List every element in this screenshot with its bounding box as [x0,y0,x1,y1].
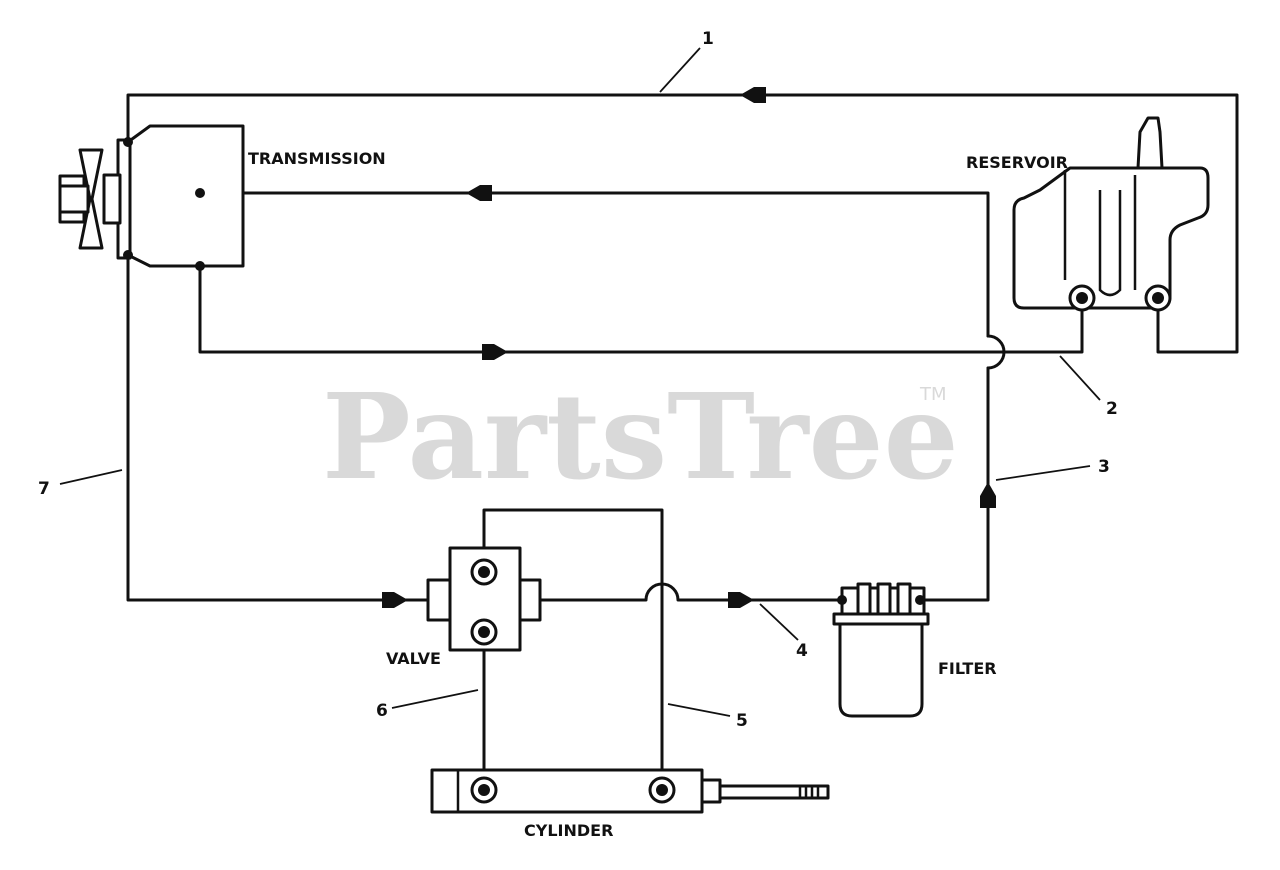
flow-arrow-line-7 [382,592,408,608]
reservoir [1012,116,1210,312]
flow-arrow-line-3 [980,482,996,508]
reservoir-label: RESERVOIR [966,153,1068,172]
callout-leader-1 [659,47,701,93]
transmission-label: TRANSMISSION [248,149,386,168]
callout-3: 3 [1098,457,1110,477]
transmission [58,124,245,271]
cylinder [430,768,830,814]
hose-7 [126,253,430,602]
callout-5: 5 [736,711,748,731]
callout-1: 1 [702,29,714,49]
callout-leader-6 [391,689,479,709]
flow-arrow-line-4 [728,592,754,608]
watermark-trademark: TM [919,384,947,405]
callout-6: 6 [376,701,388,721]
valve-label: VALVE [386,649,441,668]
callout-leader-2 [1059,355,1101,401]
filter [832,582,930,718]
callout-leader-7 [59,469,123,485]
flow-arrow-feed-line [466,185,492,201]
callout-leader-5 [667,703,731,717]
hose-2 [198,264,1084,354]
watermark: PartsTree [322,367,959,506]
transmission-feed-line [198,191,990,338]
filter-label: FILTER [938,659,997,678]
callout-leader-4 [759,603,799,641]
hose-4 [538,582,844,602]
valve [426,546,542,652]
flow-arrow-line-2 [482,344,508,360]
callout-7: 7 [38,479,50,499]
hose-1 [126,93,1239,354]
cylinder-label: CYLINDER [524,821,613,840]
hose-3 [918,366,990,602]
callout-2: 2 [1106,399,1118,419]
callout-leader-3 [995,465,1091,481]
hose-5 [482,508,664,792]
callout-4: 4 [796,641,808,661]
flow-arrow-line-1 [740,87,766,103]
